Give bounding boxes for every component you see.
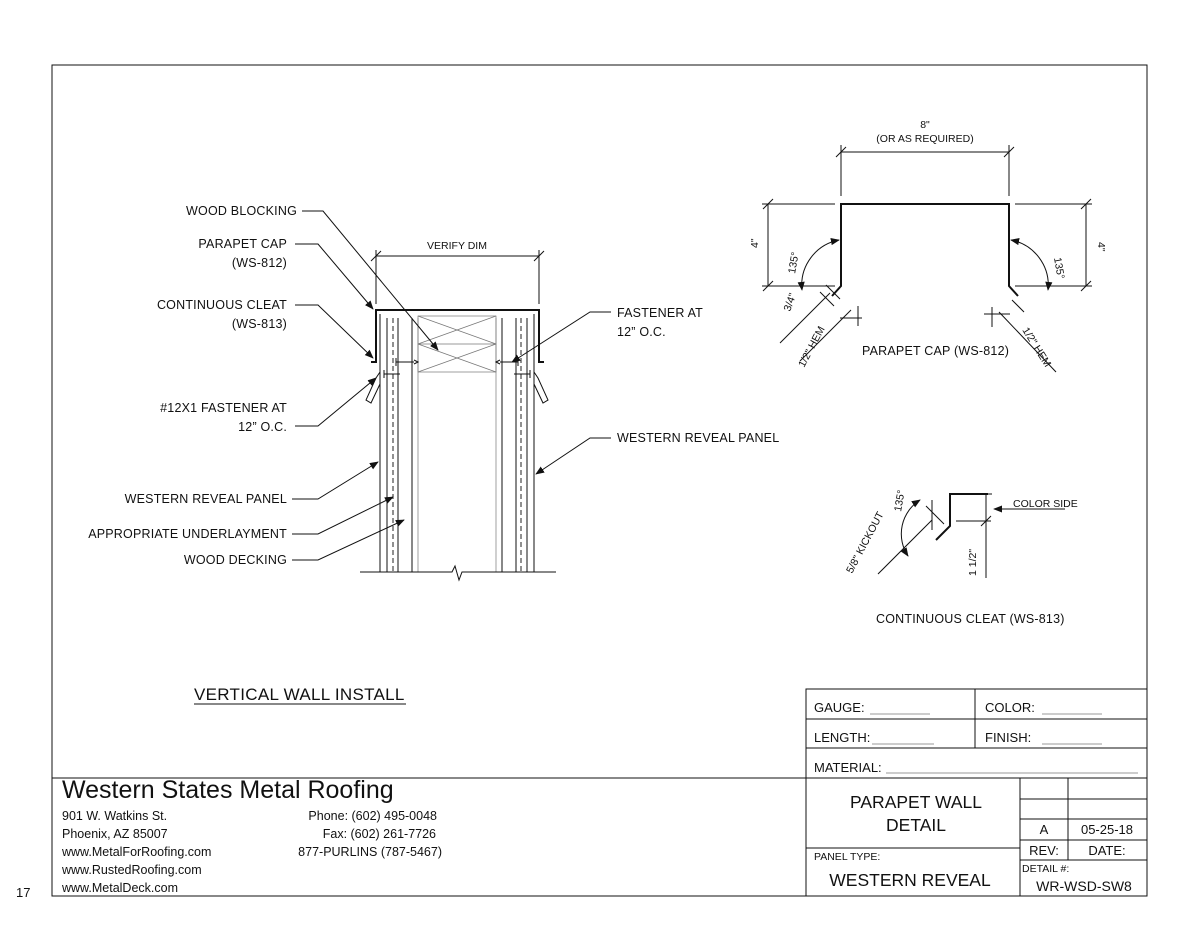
drawing-border: [51, 64, 1148, 897]
parapet-angle-right: 135°: [1051, 256, 1067, 279]
parapet-angle-left: 135°: [786, 251, 802, 274]
main-view-title: VERTICAL WALL INSTALL: [194, 685, 405, 704]
cleat-label: CONTINUOUS CLEAT (WS-813): [876, 612, 1065, 626]
company-tollfree: 877-PURLINS (787-5467): [298, 845, 442, 859]
callout-fastener-12x1-spacing: 12” O.C.: [238, 420, 287, 434]
tb-rev-label: REV:: [1029, 843, 1059, 858]
callout-continuous-cleat: CONTINUOUS CLEAT: [157, 298, 287, 312]
page-number: 17: [16, 885, 30, 900]
parapet-cap-label: PARAPET CAP (WS-812): [862, 344, 1009, 358]
company-name: Western States Metal Roofing: [62, 776, 394, 804]
company-web3: www.MetalDeck.com: [61, 881, 178, 895]
tb-rev-value: A: [1040, 822, 1049, 837]
tb-detail-label: DETAIL #:: [1022, 863, 1069, 875]
tb-finish-label: FINISH:: [985, 730, 1031, 745]
parapet-height-right: 4": [1095, 242, 1107, 252]
callout-wood-blocking: WOOD BLOCKING: [186, 204, 297, 218]
tb-title-line1: PARAPET WALL: [850, 792, 982, 812]
callout-continuous-cleat-code: (WS-813): [232, 317, 287, 331]
cleat-kickout: 5/8" KICKOUT: [844, 509, 887, 575]
callout-western-reveal-left: WESTERN REVEAL PANEL: [125, 492, 287, 506]
callout-fastener-12x1: #12X1 FASTENER AT: [160, 401, 287, 415]
cleat-angle: 135°: [892, 489, 908, 512]
parapet-width-dim: 8": [920, 119, 930, 131]
company-address2: Phoenix, AZ 85007: [62, 827, 168, 841]
tb-detail-number: WR-WSD-SW8: [1036, 878, 1132, 894]
cleat-height: 1 1/2": [967, 549, 979, 576]
parapet-cap-profile: [762, 145, 1092, 373]
tb-panel-type-label: PANEL TYPE:: [814, 851, 880, 863]
vertical-wall-section: VERIFY DIM: [360, 240, 556, 582]
parapet-width-note: (OR AS REQUIRED): [876, 133, 973, 145]
company-web2: www.RustedRoofing.com: [61, 863, 202, 877]
tb-gauge-label: GAUGE:: [814, 700, 865, 715]
cleat-color-side: COLOR SIDE: [1013, 498, 1078, 510]
callout-parapet-cap-code: (WS-812): [232, 256, 287, 270]
tb-material-label: MATERIAL:: [814, 760, 882, 775]
continuous-cleat-profile: [877, 493, 1065, 578]
tb-length-label: LENGTH:: [814, 730, 870, 745]
company-web1: www.MetalForRoofing.com: [61, 845, 211, 859]
callout-western-reveal-right: WESTERN REVEAL PANEL: [617, 431, 779, 445]
verify-dim-label: VERIFY DIM: [427, 240, 487, 252]
parapet-hem-right: 1/2" HEM: [1019, 325, 1053, 369]
callout-fastener-right: FASTENER AT: [617, 306, 703, 320]
tb-panel-type: WESTERN REVEAL: [829, 870, 991, 890]
tb-title-line2: DETAIL: [886, 815, 946, 835]
parapet-hem-left: 1/2" HEM: [796, 324, 828, 369]
title-block: [52, 688, 1148, 897]
callout-underlayment: APPROPRIATE UNDERLAYMENT: [88, 527, 287, 541]
tb-color-label: COLOR:: [985, 700, 1035, 715]
parapet-height-left: 4": [749, 238, 761, 248]
company-phone: Phone: (602) 495-0048: [308, 809, 437, 823]
parapet-three-quarter: 3/4": [782, 291, 800, 313]
callout-wood-decking: WOOD DECKING: [184, 553, 287, 567]
tb-date-value: 05-25-18: [1081, 822, 1133, 837]
company-address1: 901 W. Watkins St.: [62, 809, 167, 823]
tb-date-label: DATE:: [1088, 843, 1125, 858]
callout-parapet-cap: PARAPET CAP: [198, 237, 287, 251]
company-fax: Fax: (602) 261-7726: [323, 827, 436, 841]
main-view-leaders: [292, 210, 611, 561]
callout-fastener-right-spacing: 12” O.C.: [617, 325, 666, 339]
